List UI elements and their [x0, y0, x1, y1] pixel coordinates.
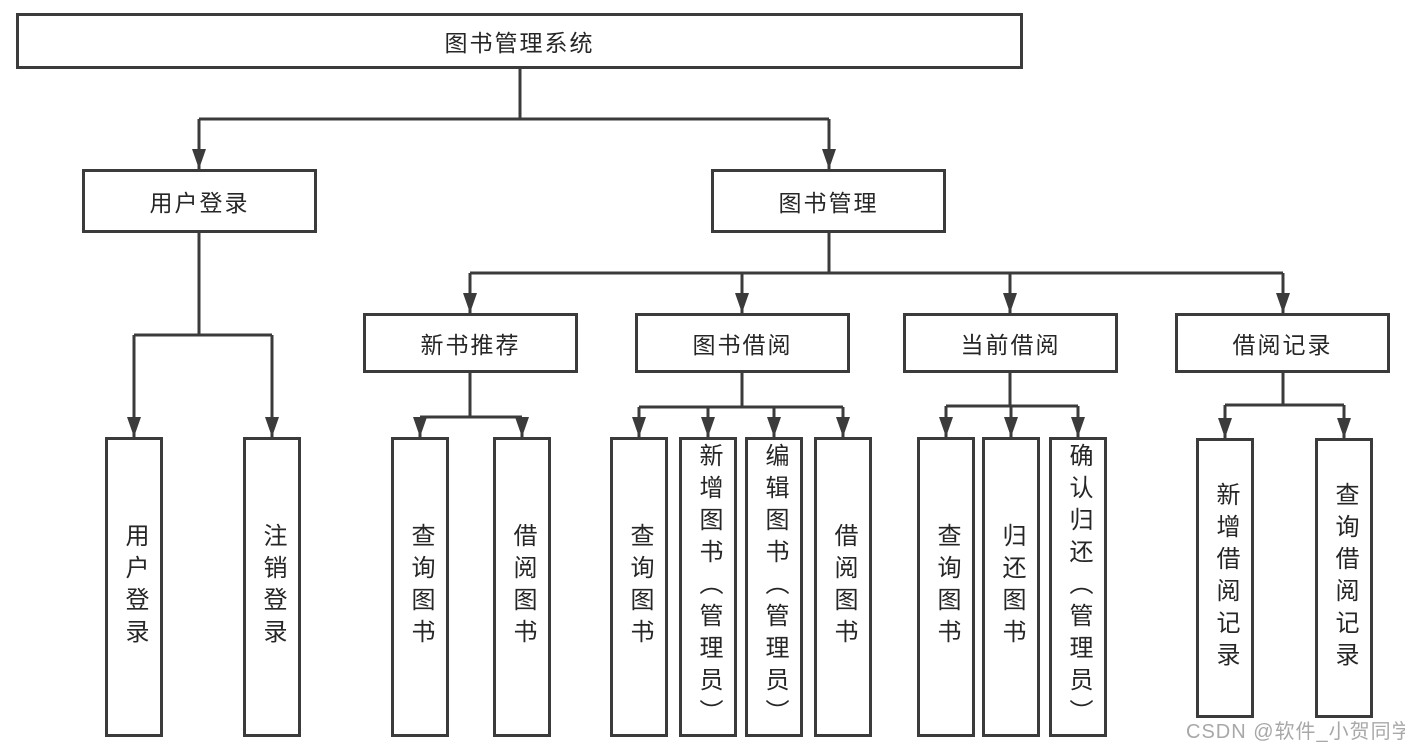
connector-new-book-children: [413, 373, 529, 437]
node-leaf-borrow-book: 借阅图书: [814, 437, 872, 737]
connector-borrow-records-children: [1218, 373, 1351, 438]
node-leaf-user-login: 用户登录: [105, 437, 163, 737]
node-leaf-borrow-book-label: 借阅图书: [830, 523, 857, 651]
node-leaf-query-book-recommend: 查询图书: [391, 437, 449, 737]
node-leaf-confirm-return-admin-label: 确认归还（管理员）: [1065, 443, 1092, 731]
node-book-management-label: 图书管理: [778, 190, 879, 216]
connector-book-borrow-children: [632, 373, 850, 437]
connector-current-borrow-children: [939, 373, 1085, 437]
node-leaf-user-login-label: 用户登录: [121, 523, 148, 651]
node-root-label: 图书管理系统: [444, 30, 595, 56]
node-borrow-records: 借阅记录: [1175, 313, 1390, 373]
node-leaf-return-book-label: 归还图书: [998, 523, 1025, 651]
node-leaf-query-book-current-label: 查询图书: [933, 523, 960, 651]
connector-book-management-children: [463, 233, 1290, 313]
csdn-watermark: CSDN @软件_小贺同学: [1186, 721, 1405, 743]
node-leaf-borrow-book-recommend-label: 借阅图书: [509, 523, 536, 651]
node-leaf-return-book: 归还图书: [982, 437, 1040, 737]
node-leaf-add-book-admin: 新增图书（管理员）: [679, 437, 737, 737]
node-leaf-logout-label: 注销登录: [259, 523, 286, 651]
node-book-management: 图书管理: [711, 169, 946, 233]
node-leaf-confirm-return-admin: 确认归还（管理员）: [1049, 437, 1107, 737]
node-leaf-query-book-recommend-label: 查询图书: [407, 523, 434, 651]
node-leaf-query-book-borrow: 查询图书: [610, 437, 668, 737]
node-borrow-records-label: 借阅记录: [1232, 332, 1333, 358]
node-leaf-edit-book-admin: 编辑图书（管理员）: [745, 437, 803, 737]
node-leaf-query-book-current: 查询图书: [917, 437, 975, 737]
node-leaf-query-borrow-record-label: 查询借阅记录: [1331, 482, 1358, 674]
node-current-borrow-label: 当前借阅: [960, 332, 1061, 358]
node-new-book-recommend: 新书推荐: [363, 313, 578, 373]
node-user-login: 用户登录: [82, 169, 317, 233]
node-leaf-logout: 注销登录: [243, 437, 301, 737]
node-leaf-edit-book-admin-label: 编辑图书（管理员）: [761, 443, 788, 731]
node-leaf-add-borrow-record: 新增借阅记录: [1196, 438, 1254, 718]
node-user-login-label: 用户登录: [149, 190, 250, 216]
node-leaf-borrow-book-recommend: 借阅图书: [493, 437, 551, 737]
node-leaf-query-borrow-record: 查询借阅记录: [1315, 438, 1373, 718]
node-book-borrow-label: 图书借阅: [692, 332, 793, 358]
node-new-book-recommend-label: 新书推荐: [420, 332, 521, 358]
node-leaf-add-book-admin-label: 新增图书（管理员）: [695, 443, 722, 731]
node-leaf-query-book-borrow-label: 查询图书: [626, 523, 653, 651]
connector-root-to-level2: [192, 69, 836, 169]
node-root: 图书管理系统: [16, 13, 1023, 69]
node-current-borrow: 当前借阅: [903, 313, 1118, 373]
node-book-borrow: 图书借阅: [635, 313, 850, 373]
connector-user-login-children: [127, 233, 279, 437]
node-leaf-add-borrow-record-label: 新增借阅记录: [1212, 482, 1239, 674]
